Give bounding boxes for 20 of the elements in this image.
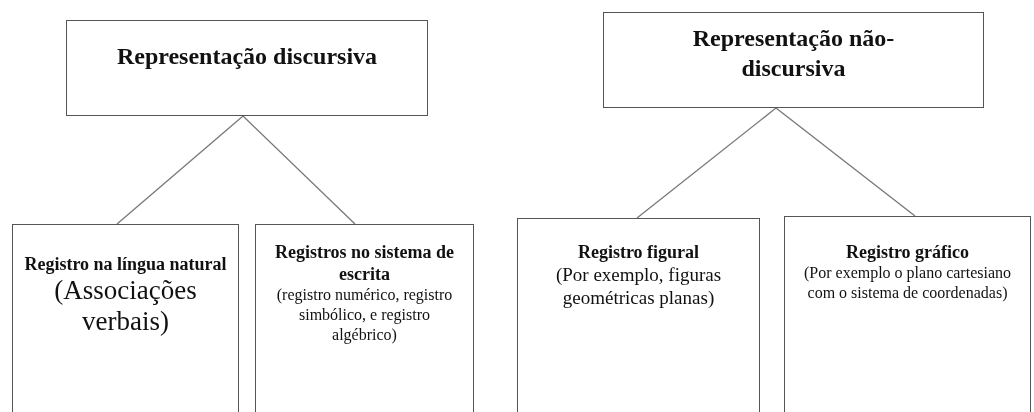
register-box xyxy=(517,218,760,412)
heading-text: Representação discursiva xyxy=(115,42,379,71)
example-text: (registro numérico, registro simbólico, e registro algébrico) xyxy=(275,285,454,345)
heading-text: Registros no sistema de escrita xyxy=(273,241,456,285)
category-box xyxy=(603,12,984,108)
heading-text: Registro gráfico xyxy=(844,241,971,263)
example-text: (Por exemplo o plano cartesiano com o sistema de coordenadas) xyxy=(802,263,1012,303)
register-box xyxy=(255,224,474,412)
example-text: (Associações verbais) xyxy=(53,275,198,337)
heading-text: Registro figural xyxy=(576,241,701,263)
register-box xyxy=(12,224,239,412)
connector-line xyxy=(116,115,244,225)
connector-line xyxy=(636,107,777,219)
heading-text: Representação não-discursiva xyxy=(691,24,896,83)
connector-line xyxy=(242,115,356,225)
heading-text: Registro na língua natural xyxy=(23,253,228,275)
example-text: (Por exemplo, figuras geométricas planas) xyxy=(554,263,723,309)
connector-line xyxy=(775,107,916,217)
category-box xyxy=(66,20,428,116)
register-box xyxy=(784,216,1031,412)
